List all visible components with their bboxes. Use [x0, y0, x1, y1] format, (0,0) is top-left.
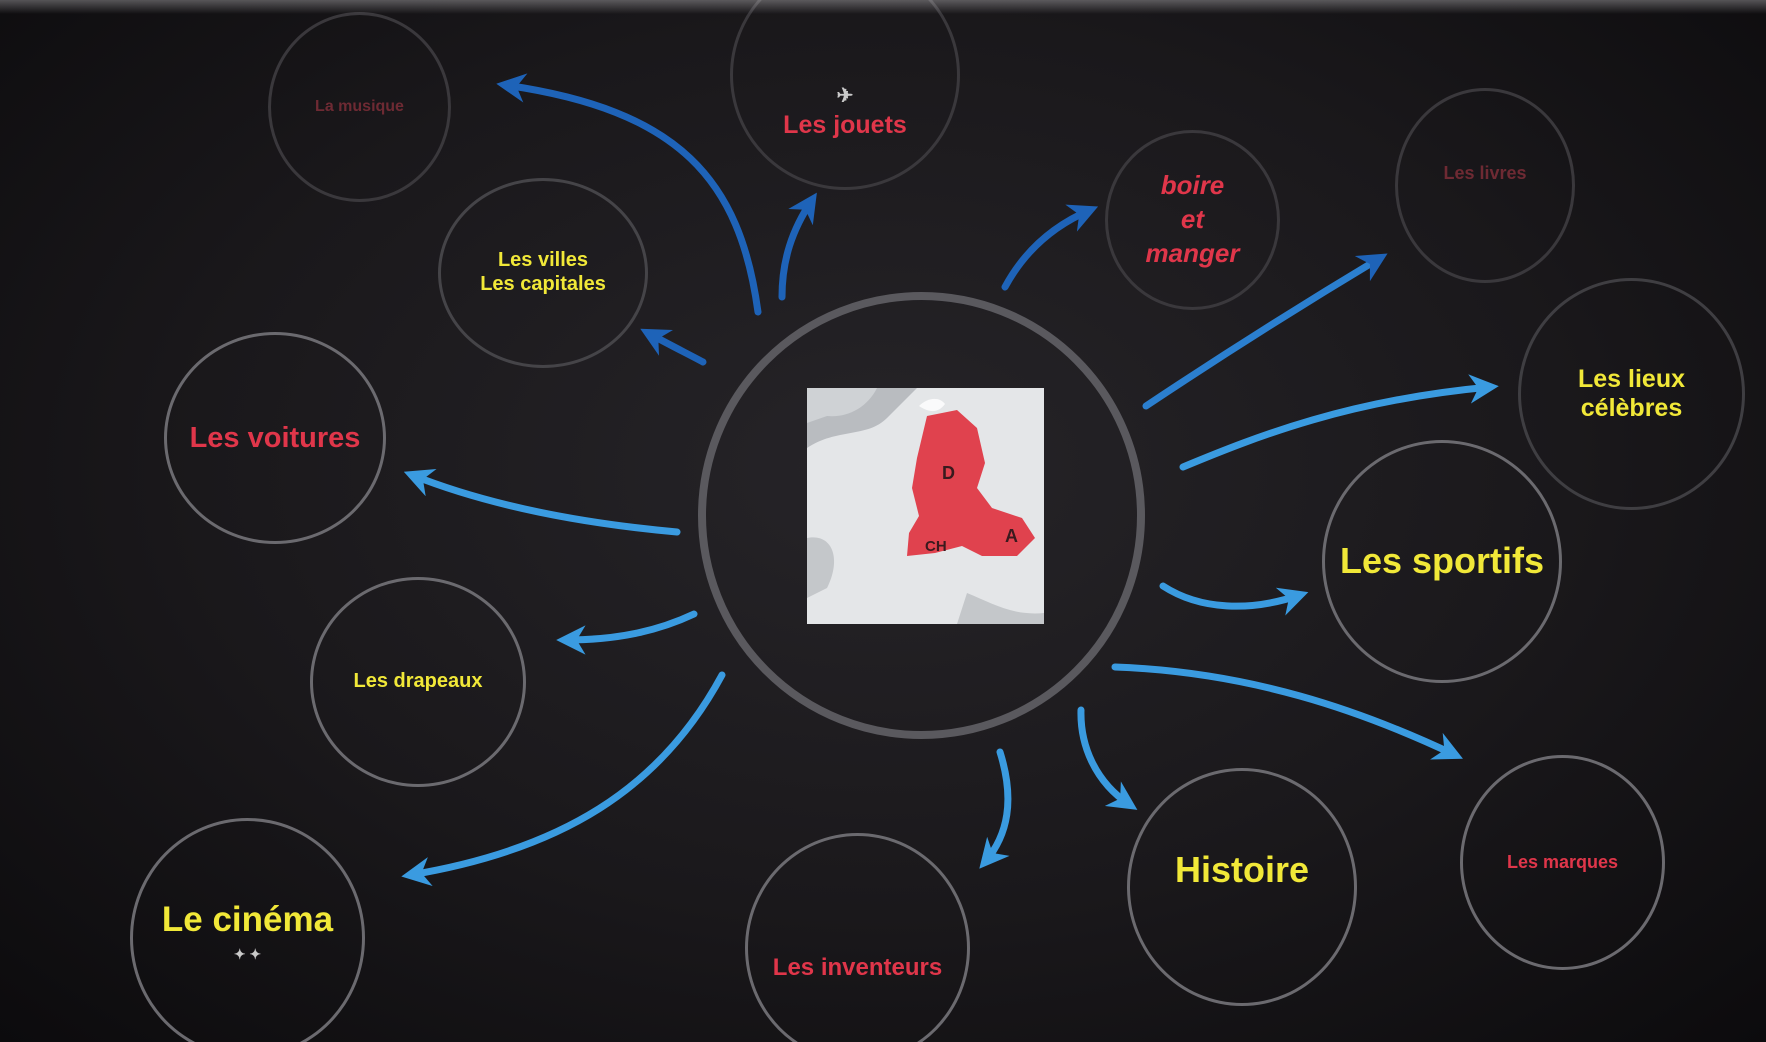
topic-les-marques[interactable]: Les marques [1460, 755, 1665, 970]
topic-label-line: et [1180, 204, 1205, 235]
topic-les-voitures[interactable]: Les voitures [164, 332, 386, 544]
arrow-to-les-marques [1111, 663, 1463, 760]
topic-label-group: Les villes Les capitales [480, 249, 606, 296]
topic-la-musique[interactable]: La musique [268, 12, 451, 202]
topic-label-group: Le cinéma ✦ ✦ [162, 899, 333, 963]
topic-label: Les marques [1506, 851, 1619, 872]
topic-label-line: manger [1145, 237, 1240, 268]
arrow-to-les-livres [1142, 253, 1388, 410]
arrow-to-les-voitures [403, 468, 681, 536]
map-label-germany: D [942, 463, 955, 483]
central-circle [698, 292, 1145, 739]
topic-label-group: boire et manger [1146, 169, 1240, 270]
topic-label: La musique [315, 97, 404, 115]
topic-les-livres[interactable]: Les livres [1395, 88, 1575, 283]
arrow-to-le-cinema [401, 671, 726, 887]
arrow-to-les-inventeurs [979, 748, 1012, 869]
topic-label-line: célèbres [1580, 394, 1683, 422]
topic-label: Les voitures [189, 421, 361, 454]
topic-label: Le cinéma [161, 900, 334, 939]
arrow-to-les-sportifs [1159, 582, 1309, 616]
arrow-to-les-villes [640, 328, 707, 366]
topic-label: Les drapeaux [353, 670, 483, 693]
topic-les-drapeaux[interactable]: Les drapeaux [310, 577, 526, 787]
topic-label: Les inventeurs [772, 954, 943, 981]
topic-les-villes[interactable]: Les villes Les capitales [438, 178, 648, 368]
topic-histoire[interactable]: Histoire [1127, 768, 1357, 1006]
topic-le-cinema[interactable]: Le cinéma ✦ ✦ [130, 818, 365, 1042]
topic-les-lieux-celebres[interactable]: Les lieux célèbres [1518, 278, 1745, 510]
topic-label: Les livres [1443, 163, 1527, 183]
map-svg [807, 388, 1044, 624]
arrow-to-la-musique [496, 73, 762, 316]
map-image: D CH A [807, 388, 1044, 624]
arrow-to-les-lieux-celebres [1179, 374, 1499, 471]
topic-label-line: Les villes [497, 249, 589, 272]
arrow-to-boire-manger [1001, 204, 1099, 291]
topic-label: Les sportifs [1339, 540, 1545, 582]
map-label-austria: A [1005, 526, 1018, 546]
map-label-switzerland: CH [925, 538, 947, 555]
map-highlight-region [907, 410, 1035, 556]
topic-label-line: Les capitales [480, 273, 606, 295]
arrow-to-les-jouets [778, 192, 817, 301]
topic-les-sportifs[interactable]: Les sportifs [1322, 440, 1562, 683]
toy-icon: ✈ [836, 84, 854, 107]
arrow-to-les-drapeaux [556, 610, 698, 655]
topic-label: Les jouets [783, 110, 907, 139]
arrow-to-histoire [1077, 706, 1138, 810]
topic-label-line: Les lieux [1578, 364, 1685, 393]
topic-les-inventeurs[interactable]: Les inventeurs [745, 833, 970, 1042]
topic-label-group: Les lieux célèbres [1578, 365, 1685, 424]
film-icon: ✦ ✦ [233, 946, 262, 963]
topic-label: Histoire [1174, 849, 1310, 890]
topic-label-line: boire [1160, 170, 1225, 201]
topic-label-group: ✈ Les jouets [783, 85, 907, 140]
topic-boire-manger[interactable]: boire et manger [1105, 130, 1280, 310]
